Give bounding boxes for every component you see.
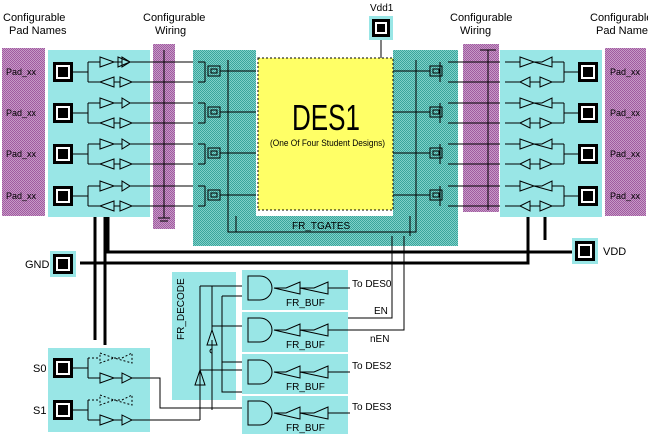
enable-wires: [348, 236, 405, 331]
output-to-des2: To DES2: [352, 361, 392, 372]
fr-buf-label-3: FR_BUF: [286, 382, 325, 393]
left-wiring-header-line2: Wiring: [155, 25, 186, 37]
gnd-label: GND: [25, 259, 50, 271]
right-pad-names-header-line2: Pad Names: [596, 25, 648, 37]
s1-label: S1: [33, 405, 46, 417]
power-rails: [80, 217, 575, 345]
left-pad-names-header-line2: Pad Names: [9, 25, 67, 37]
right-wiring-header-line2: Wiring: [460, 25, 491, 37]
left-pad-names-header-line1: Configurable: [3, 12, 65, 24]
left-tgate-cells: [207, 65, 256, 201]
des1-subtitle: (One Of Four Student Designs): [270, 138, 385, 148]
select-input-pads: [53, 358, 73, 420]
vdd1-pad: [369, 16, 393, 40]
left-pad-name-3: Pad_xx: [6, 149, 37, 159]
right-wiring-header-line1: Configurable: [450, 12, 512, 24]
fr-decode-block: [172, 272, 236, 400]
left-pad-names-region: [2, 48, 45, 216]
output-nen: nEN: [370, 334, 389, 345]
nand-gate-2: [247, 317, 273, 343]
right-tgate-cells: [393, 65, 443, 201]
right-pad-names-header-line1: Configurable: [590, 12, 648, 24]
left-pad-buffers: [73, 56, 148, 212]
left-pad-2: [53, 103, 73, 123]
right-pad-3: [578, 144, 598, 164]
select-input-buffers: [73, 352, 150, 426]
right-pad-buffers: [505, 56, 578, 212]
des1-title: DES1: [292, 97, 360, 138]
fr-tgates-inner: [198, 60, 441, 236]
s0-pad: [53, 358, 73, 378]
fr-decode-label: FR_DECODE: [176, 278, 187, 340]
fr-buf-label-2: FR_BUF: [286, 340, 325, 351]
right-pad-name-2: Pad_xx: [610, 108, 641, 118]
s1-pad: [53, 400, 73, 420]
vdd1-label: Vdd1: [370, 3, 394, 14]
left-wiring-lines: [148, 50, 198, 222]
right-pad-names-region: [605, 48, 646, 216]
left-pad-name-4: Pad_xx: [6, 191, 37, 201]
decoder-wires: [150, 285, 245, 421]
left-pad-3: [53, 144, 73, 164]
nand-gate-3: [247, 359, 273, 385]
vdd-label: VDD: [603, 246, 626, 258]
vdd-pad: [572, 238, 598, 264]
left-pad-1: [53, 62, 73, 82]
right-pad-2: [578, 103, 598, 123]
right-pad-1: [578, 62, 598, 82]
output-en: EN: [374, 306, 388, 317]
fr-buf-row-2-bg: [242, 312, 348, 352]
right-configurable-wiring: [463, 44, 499, 212]
output-to-des3: To DES3: [352, 402, 392, 413]
fr-buf-label-4: FR_BUF: [286, 423, 325, 434]
left-pad-4: [53, 186, 73, 206]
gnd-pad: [50, 251, 76, 277]
right-pads: [578, 62, 598, 206]
fr-buf-row-4-bg: [242, 396, 348, 434]
nand-gate-4: [247, 400, 273, 426]
fr-buf-row-1-bg: [242, 270, 348, 310]
s0-label: S0: [33, 363, 46, 375]
decoder-rows: FR_BUF FR_BUF FR_BUF FR_BUF: [242, 270, 350, 434]
right-wiring-lines: [448, 49, 505, 210]
left-pad-name-2: Pad_xx: [6, 108, 37, 118]
des1-block: [257, 57, 394, 211]
fr-tgates-label: FR_TGATES: [292, 221, 350, 232]
fr-buf-row-3-bg: [242, 354, 348, 394]
nand-gate-1: [247, 275, 273, 301]
left-pads: [53, 62, 73, 206]
left-pad-name-1: Pad_xx: [6, 67, 37, 77]
output-to-des0: To DES0: [352, 279, 392, 290]
right-pad-name-4: Pad_xx: [610, 191, 641, 201]
right-pad-4: [578, 186, 598, 206]
fr-buf-label-1: FR_BUF: [286, 298, 325, 309]
right-pad-name-1: Pad_xx: [610, 67, 641, 77]
right-pad-name-3: Pad_xx: [610, 149, 641, 159]
left-wiring-header-line1: Configurable: [143, 12, 205, 24]
